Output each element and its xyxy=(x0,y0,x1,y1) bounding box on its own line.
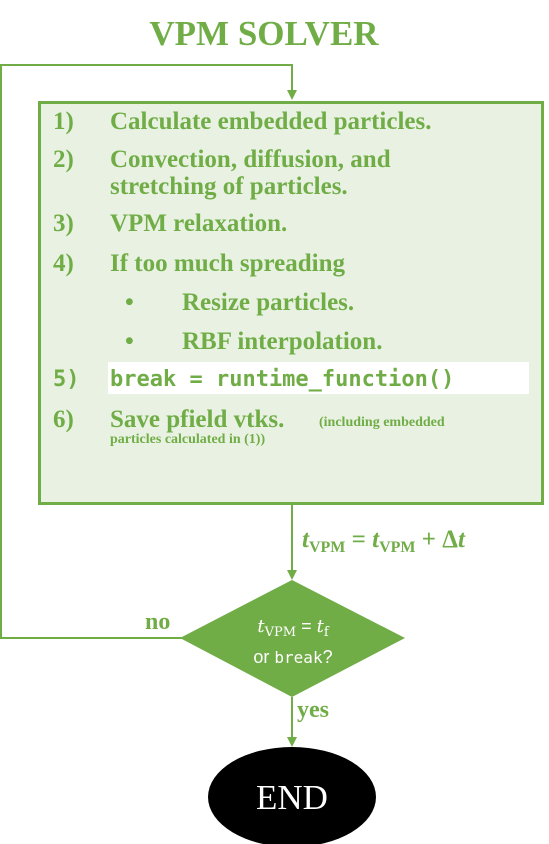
decision-t: t xyxy=(257,616,265,637)
update-dt: t xyxy=(457,526,465,553)
bullet-text: RBF interpolation. xyxy=(182,328,383,355)
decision-q: ? xyxy=(322,647,333,667)
update-sub: VPM xyxy=(308,539,346,556)
update-t: t xyxy=(302,526,309,553)
decision-diamond xyxy=(180,580,405,697)
decision-or: or xyxy=(253,647,275,667)
diagram-title: VPM SOLVER xyxy=(149,14,379,53)
decision-text: tVPM = tf or break? xyxy=(182,614,404,670)
solver-steps-box xyxy=(38,101,544,505)
step-1-text: Calculate embedded particles. xyxy=(110,108,432,135)
step-4-number: 4) xyxy=(53,250,74,277)
step-1-number: 1) xyxy=(53,108,74,135)
step-6-note-line1: (including embedded xyxy=(319,415,445,430)
decision-sub: VPM xyxy=(264,625,297,640)
code-highlight xyxy=(108,362,529,394)
update-plus: + Δ xyxy=(415,526,458,553)
step-3-number: 3) xyxy=(53,210,74,237)
decision-equals: = xyxy=(296,616,317,636)
decision-tf: t xyxy=(316,616,324,637)
step-6-text: Save pfield vtks. xyxy=(110,406,285,433)
step-2-text-line1: Convection, diffusion, and xyxy=(110,146,391,173)
bullet-text: Resize particles. xyxy=(182,289,355,316)
update-t-2: t xyxy=(372,526,380,553)
step-2-number: 2) xyxy=(53,146,74,173)
step-6-note-line2: particles calculated in (1)) xyxy=(110,432,266,447)
step-5-code: break = runtime_function() xyxy=(110,367,455,392)
end-label: END xyxy=(256,778,328,817)
decision-line2: or break? xyxy=(182,645,404,670)
decision-tf-sub: f xyxy=(323,625,329,640)
step-5-number: 5) xyxy=(53,367,80,392)
bullet-icon: • xyxy=(125,289,134,316)
loop-back-line xyxy=(0,64,297,639)
update-equals: = xyxy=(345,526,373,553)
time-update-label: tVPM = tVPM + Δt xyxy=(302,526,465,557)
update-sub-2: VPM xyxy=(379,539,416,556)
end-terminal xyxy=(208,747,376,844)
step-3-text: VPM relaxation. xyxy=(110,210,288,237)
yes-label: yes xyxy=(297,697,329,723)
bullet-icon: • xyxy=(125,328,134,355)
step-4-text: If too much spreading xyxy=(110,250,345,277)
no-label: no xyxy=(145,609,171,635)
step-2-text-line2: stretching of particles. xyxy=(110,173,348,200)
decision-line1: tVPM = tf xyxy=(182,614,404,645)
step-6-number: 6) xyxy=(53,406,74,433)
decision-break: break xyxy=(274,648,323,667)
